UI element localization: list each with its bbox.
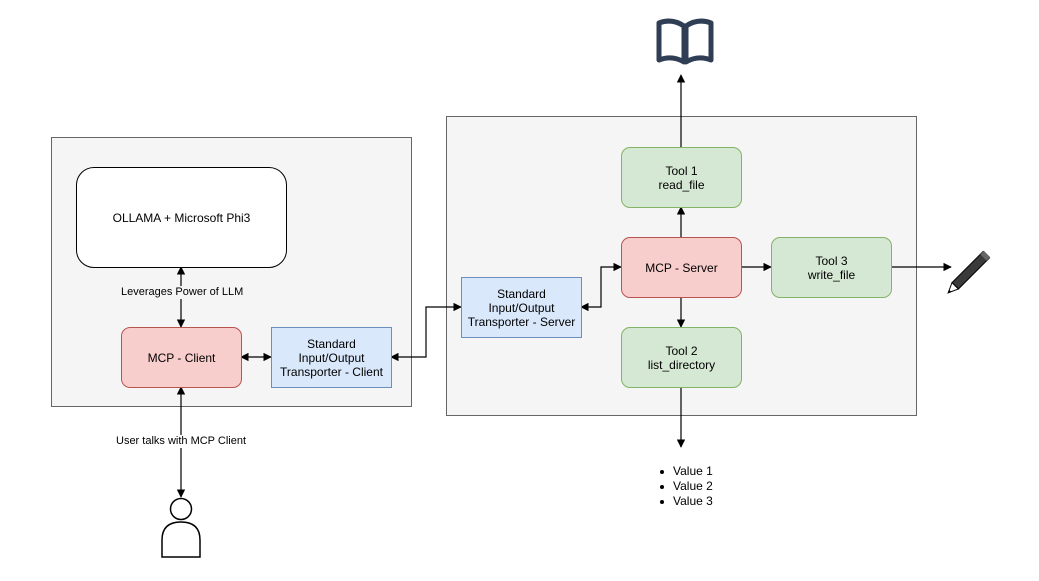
user-icon [161, 497, 201, 558]
transporter-client-node: Standard Input/Output Transporter - Clie… [271, 327, 392, 388]
edge-transporters [390, 302, 462, 362]
tool2-node: Tool 2 list_directory [621, 327, 742, 388]
tool2-function: list_directory [647, 357, 716, 372]
list-item: Value 1 [658, 464, 713, 479]
transporter-server-line3: Transporter - Server [467, 314, 576, 329]
tool2-name: Tool 2 [665, 343, 698, 358]
edge-transporter-server [580, 262, 622, 312]
mcp-client-node: MCP - Client [121, 327, 242, 388]
values-list: Value 1 Value 2 Value 3 [658, 464, 713, 509]
transporter-client-line3: Transporter - Client [280, 364, 383, 379]
tool3-name: Tool 3 [815, 253, 848, 268]
mcp-server-label: MCP - Server [645, 260, 718, 275]
list-item: Value 2 [658, 479, 713, 494]
llm-label: OLLAMA + Microsoft Phi3 [112, 210, 251, 225]
transporter-client-line1: Standard [307, 336, 356, 351]
book-icon [656, 18, 714, 65]
transporter-server-line2: Input/Output [488, 300, 555, 315]
transporter-client-line2: Input/Output [298, 350, 365, 365]
llm-node: OLLAMA + Microsoft Phi3 [76, 167, 287, 268]
tool1-name: Tool 1 [665, 163, 698, 178]
list-item: Value 3 [658, 494, 713, 509]
pencil-icon [947, 250, 991, 294]
transporter-server-line1: Standard [497, 286, 546, 301]
tool1-function: read_file [658, 177, 705, 192]
mcp-client-label: MCP - Client [147, 350, 216, 365]
tool1-node: Tool 1 read_file [621, 147, 742, 208]
tool3-function: write_file [807, 267, 856, 282]
llm-edge-label: Leverages Power of LLM [119, 286, 246, 299]
tool3-node: Tool 3 write_file [771, 237, 892, 298]
mcp-server-node: MCP - Server [621, 237, 742, 298]
transporter-server-node: Standard Input/Output Transporter - Serv… [461, 277, 582, 338]
user-edge-label: User talks with MCP Client [114, 435, 248, 448]
